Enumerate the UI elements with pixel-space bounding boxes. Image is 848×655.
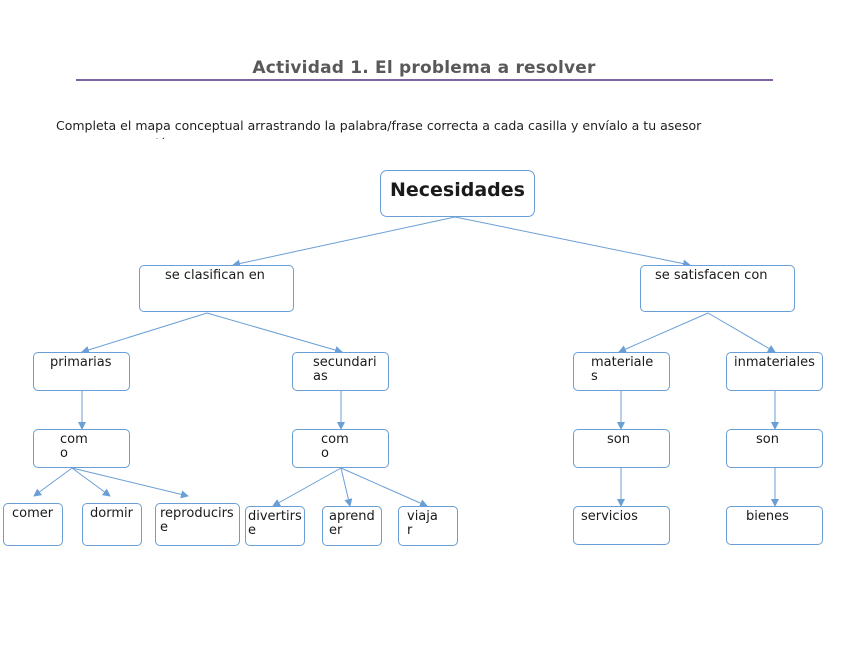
connector-como-reproducirse [71,467,189,499]
node-materiales: materiales [573,352,670,391]
page-title: Actividad 1. El problema a resolver [252,58,596,78]
connector-como-viajar [340,467,428,507]
connector-como-comer [33,467,73,497]
node-comer: comer [3,503,63,546]
node-viajar: viajar [398,506,458,546]
connector-clasifican-secundarias [206,312,343,354]
node-bienes: bienes [726,506,823,545]
node-son-inmateriales: son [726,429,823,468]
connector-root-satisfacen [454,216,691,268]
node-como-secundarias: como [292,429,389,468]
connector-satisfacen-inmateriales [707,312,776,353]
node-divertirse: divertirse [245,506,305,546]
title-underline [76,79,773,81]
connector-como-divertirse [272,467,342,507]
node-aprender: aprender [322,506,382,546]
node-primarias: primarias [33,352,130,391]
node-servicios: servicios [573,506,670,545]
node-como-primarias: como [33,429,130,468]
node-se-satisfacen-con: se satisfacen con [640,265,795,312]
connector-clasifican-primarias [81,312,208,354]
connector-como-dormir [71,467,111,497]
node-son-materiales: son [573,429,670,468]
node-dormir: dormir [82,503,142,546]
node-secundarias: secundarias [292,352,389,391]
node-inmateriales: inmateriales [726,352,823,391]
node-reproducirse: reproducirse [155,503,240,546]
instructions-text: Completa el mapa conceptual arrastrando … [56,118,702,139]
node-se-clasifican-en: se clasifican en [139,265,294,312]
connector-root-clasifican [232,216,456,268]
node-necesidades: Necesidades [380,170,535,217]
connector-como-aprender [340,467,353,507]
connector-satisfacen-materiales [618,312,709,353]
